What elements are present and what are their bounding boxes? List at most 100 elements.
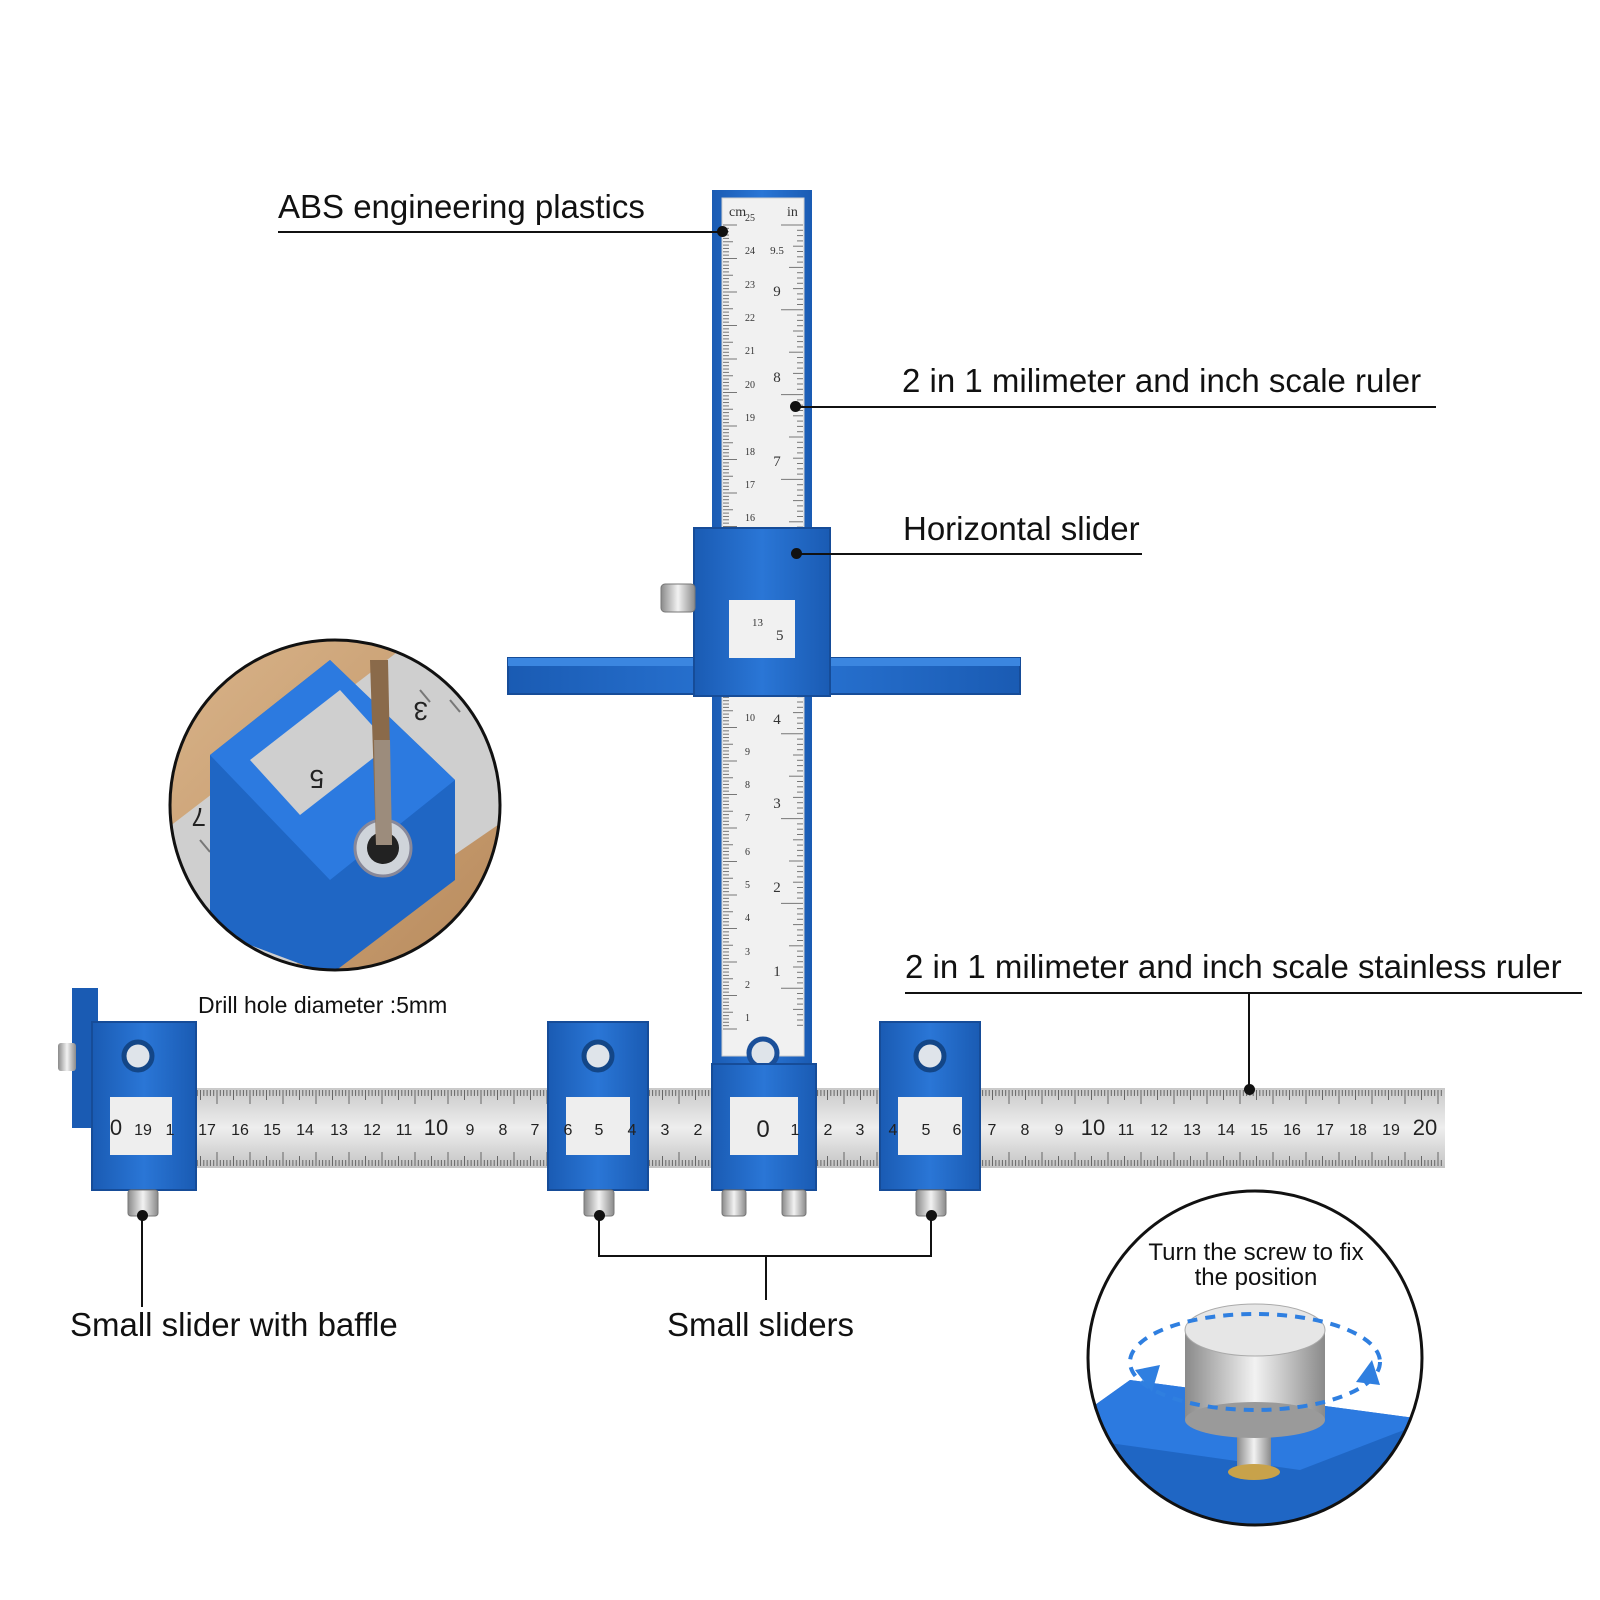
vertical-in-mark: 4 — [773, 712, 781, 728]
stainless-ruler-mark: 4 — [889, 1122, 898, 1139]
stainless-ruler-mark: 12 — [363, 1122, 381, 1139]
vertical-ruler-leader-dot — [790, 401, 801, 412]
sliders-leader-dot-right — [926, 1210, 937, 1221]
stainless-ruler-mark: 15 — [1250, 1122, 1268, 1139]
vertical-in-mark: 7 — [773, 454, 781, 470]
stainless-ruler-mark: 9 — [466, 1122, 475, 1139]
slider-baffle-label: Small slider with baffle — [70, 1306, 398, 1343]
vertical-cm-mark: 22 — [745, 313, 755, 324]
inset-mark-7: 7 — [192, 802, 206, 832]
vertical-cm-mark: 24 — [745, 246, 755, 257]
vertical-cm-mark: 25 — [745, 213, 755, 224]
stainless-ruler-leader-h — [905, 992, 1582, 994]
vertical-in-mark: 1 — [773, 964, 781, 980]
stainless-ruler-mark: 15 — [263, 1122, 281, 1139]
vertical-cm-mark: 8 — [745, 780, 750, 791]
stainless-ruler-label: 2 in 1 milimeter and inch scale stainles… — [905, 948, 1562, 985]
stainless-ruler-mark: 20 — [1413, 1115, 1437, 1140]
vertical-in-mark: 2 — [773, 880, 781, 896]
vertical-cm-mark: 1 — [745, 1013, 750, 1024]
stainless-ruler-mark: 13 — [1183, 1122, 1201, 1139]
vertical-cm-mark: 7 — [745, 813, 750, 824]
stainless-ruler-mark: 2 — [824, 1122, 833, 1139]
stainless-ruler-mark: 12 — [1150, 1122, 1168, 1139]
vertical-cm-mark: 6 — [745, 847, 750, 858]
svg-text:5: 5 — [776, 628, 784, 644]
stainless-ruler-mark: 13 — [330, 1122, 348, 1139]
stainless-ruler-mark: 11 — [396, 1122, 413, 1139]
stainless-ruler-mark: 4 — [628, 1122, 637, 1139]
stainless-ruler-mark: 8 — [499, 1122, 508, 1139]
stainless-ruler-mark: 5 — [922, 1122, 931, 1139]
stainless-ruler-mark: 10 — [424, 1115, 448, 1140]
stainless-ruler-mark: 8 — [1021, 1122, 1030, 1139]
vertical-ruler-label: 2 in 1 milimeter and inch scale ruler — [902, 362, 1422, 399]
sliders-leader-dot-left — [594, 1210, 605, 1221]
vertical-cm-mark: 19 — [745, 413, 755, 424]
stainless-ruler-mark: 2 — [694, 1122, 703, 1139]
small-sliders-label: Small sliders — [667, 1306, 855, 1343]
vertical-cm-mark: 3 — [745, 947, 750, 958]
vertical-cm-mark: 9 — [745, 747, 750, 758]
stainless-ruler-mark: 9 — [1055, 1122, 1064, 1139]
in-unit-label: in — [787, 205, 798, 220]
drill-hole-label: Drill hole diameter :5mm — [198, 992, 448, 1018]
stainless-ruler-mark: 10 — [1081, 1115, 1105, 1140]
vertical-cm-mark: 17 — [745, 480, 755, 491]
stainless-ruler-mark: 14 — [296, 1122, 314, 1139]
stainless-ruler-mark: 3 — [661, 1122, 670, 1139]
stainless-ruler-mark: 7 — [988, 1122, 997, 1139]
abs-leader — [278, 231, 722, 233]
abs-label: ABS engineering plastics — [278, 188, 645, 225]
stainless-ruler-leader-v — [1248, 992, 1250, 1088]
horizontal-slider-leader — [796, 553, 1142, 555]
screw-caption: Turn the screw to fix the position — [1148, 1239, 1364, 1292]
stainless-ruler-mark: 18 — [1349, 1122, 1367, 1139]
horizontal-slider-label: Horizontal slider — [903, 510, 1140, 547]
baffle-leader — [141, 1214, 143, 1307]
stainless-ruler-mark: 17 — [1316, 1122, 1334, 1139]
small-slider-left — [547, 1021, 649, 1217]
horizontal-slider-leader-dot — [791, 548, 802, 559]
vertical-in-mark: 8 — [773, 370, 781, 386]
vertical-cm-mark: 4 — [745, 913, 750, 924]
vertical-cm-mark: 5 — [745, 880, 750, 891]
cm-unit-label: cm — [729, 205, 746, 220]
inset-mark-3: 3 — [414, 696, 428, 726]
vertical-cm-mark: 21 — [745, 346, 755, 357]
abs-leader-dot — [717, 226, 728, 237]
vertical-ruler-numbers: 25242322212019181716109876543219.5987432… — [745, 213, 784, 1024]
stainless-ruler-mark: 5 — [595, 1122, 604, 1139]
stainless-ruler-zero: 0 — [756, 1116, 769, 1143]
stainless-ruler-mark: 16 — [231, 1122, 249, 1139]
vertical-cm-mark: 16 — [745, 513, 755, 524]
stainless-ruler-mark: 19 — [134, 1122, 152, 1139]
stainless-ruler-mark: 16 — [1283, 1122, 1301, 1139]
drill-inset: 5 3 7 — [168, 638, 502, 972]
stainless-ruler-mark: 7 — [531, 1122, 540, 1139]
screw-inset — [1086, 1189, 1424, 1527]
center-slider — [711, 1063, 817, 1217]
stainless-ruler-mark: 6 — [564, 1122, 573, 1139]
stainless-ruler-mark: 0 — [110, 1115, 122, 1140]
stainless-ruler-leader-dot — [1244, 1084, 1255, 1095]
vertical-cm-mark: 2 — [745, 980, 750, 991]
svg-text:13: 13 — [752, 617, 764, 629]
vertical-cm-mark: 23 — [745, 280, 755, 291]
sliders-leader-right — [930, 1214, 932, 1256]
sliders-leader-left — [598, 1214, 600, 1256]
slider-with-baffle — [58, 988, 197, 1217]
stainless-ruler-mark: 1 — [791, 1122, 800, 1139]
stainless-ruler-mark: 6 — [953, 1122, 962, 1139]
stainless-ruler-mark: 17 — [198, 1122, 216, 1139]
baffle-leader-dot — [137, 1210, 148, 1221]
vertical-cm-mark: 18 — [745, 447, 755, 458]
vertical-ruler-leader — [795, 406, 1436, 408]
stainless-ruler-mark: 3 — [856, 1122, 865, 1139]
sliders-leader-stem — [765, 1255, 767, 1300]
vertical-in-mark: 9 — [773, 284, 781, 300]
slider-thumbscrew — [660, 583, 696, 613]
stainless-ruler-mark: 14 — [1217, 1122, 1235, 1139]
